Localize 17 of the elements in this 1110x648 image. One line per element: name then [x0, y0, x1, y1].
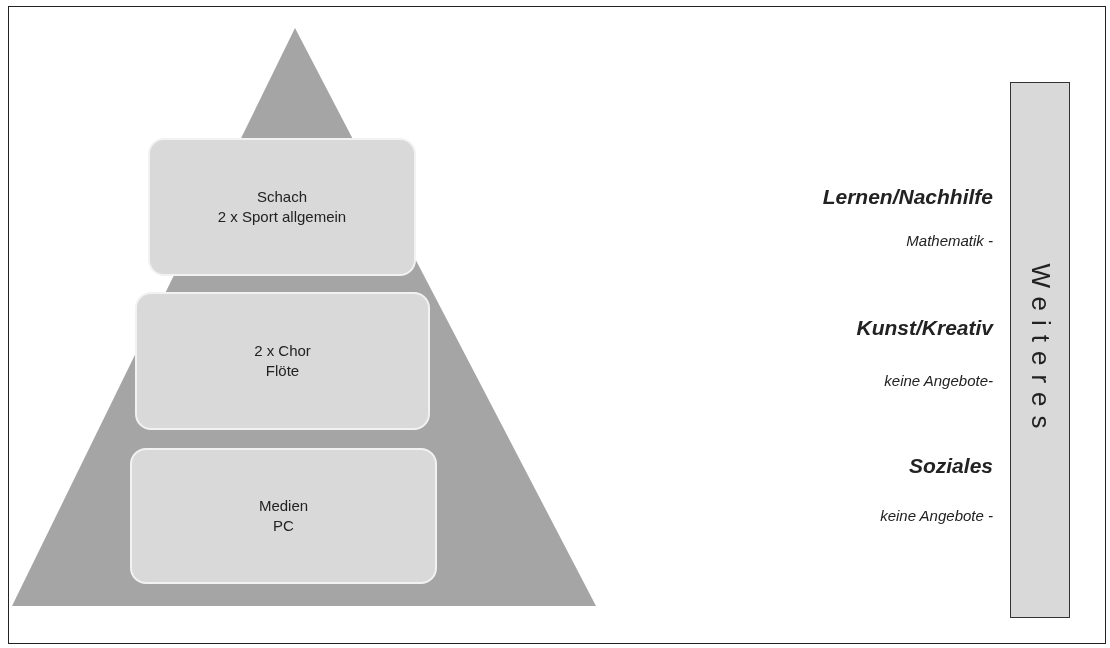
pyramid-box: [130, 448, 437, 584]
box-text: Flöte: [265, 361, 300, 381]
side-panel: [1010, 82, 1070, 618]
box-text: PC: [273, 516, 294, 536]
pyramid-box: [135, 292, 430, 430]
category-note: Mathematik -: [906, 232, 993, 249]
box-text: 2 x Chor: [254, 341, 311, 361]
category-heading: Soziales: [908, 454, 993, 478]
box-text: 2 x Sport allgemein: [217, 207, 347, 227]
category-heading: Kunst/Kreativ: [856, 316, 993, 340]
category-note: keine Angebote-: [884, 372, 993, 389]
category-heading: Lernen/Nachhilfe: [822, 185, 993, 209]
box-text: Weiteres: [1024, 262, 1056, 438]
box-text: Schach: [256, 187, 307, 207]
box-text: Medien: [258, 496, 309, 516]
pyramid-box: [148, 138, 416, 276]
category-note: keine Angebote -: [880, 507, 993, 524]
